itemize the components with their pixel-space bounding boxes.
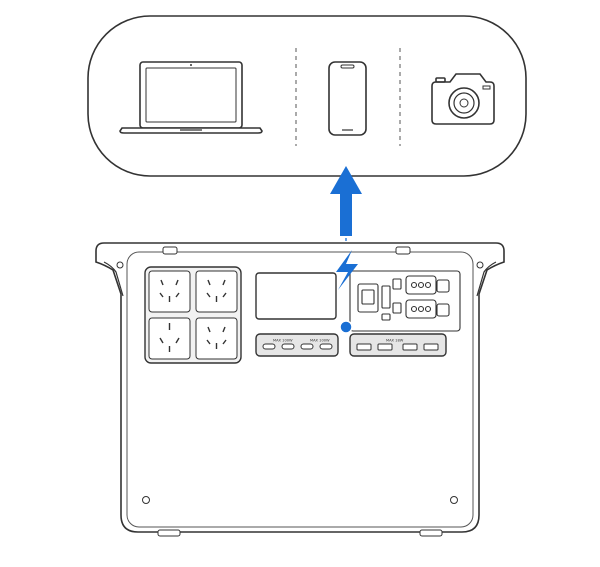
laptop-icon [119, 61, 263, 134]
arrow-up-icon [330, 166, 362, 236]
usb-a-label: MAX 18W [386, 339, 404, 343]
dc-input-module [349, 270, 461, 332]
ac-outlet [148, 270, 191, 313]
usb-a-port [377, 343, 393, 351]
ac-outlet [195, 317, 238, 360]
device-bubble [87, 15, 527, 177]
ac-outlet [148, 317, 191, 360]
phone-icon [328, 61, 367, 136]
ac-outlet [195, 270, 238, 313]
ac-outlet-panel [144, 266, 242, 364]
usb-c-port [300, 343, 314, 350]
usb-c-label: MAX 100W [310, 339, 330, 343]
display-screen [255, 272, 337, 320]
usb-a-port [402, 343, 418, 351]
usb-c-label: MAX 100W [273, 339, 293, 343]
usb-a-port-panel: MAX 18W [349, 333, 447, 357]
active-port-marker [339, 320, 353, 334]
usb-a-port [423, 343, 439, 351]
camera-icon [431, 73, 495, 125]
usb-c-port [319, 343, 333, 350]
usb-a-port [356, 343, 372, 351]
usb-c-port-panel: MAX 100W MAX 100W [255, 333, 339, 357]
usb-c-port [281, 343, 295, 350]
usb-c-port [262, 343, 276, 350]
lightning-bolt-icon [336, 250, 358, 290]
